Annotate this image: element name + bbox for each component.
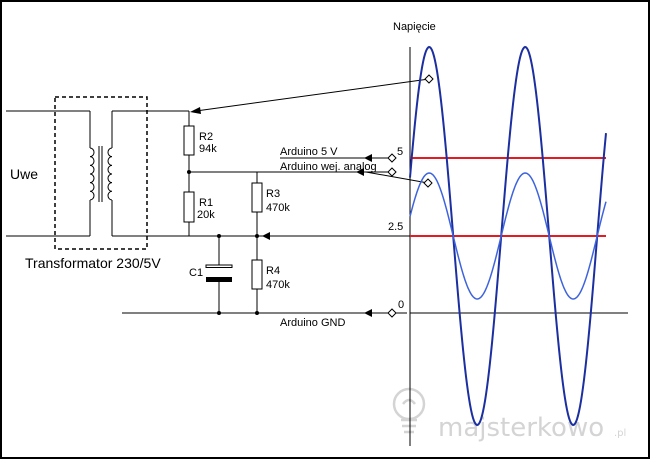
transformer-label: Transformator 230/5V (25, 255, 161, 271)
transformer-housing (54, 96, 148, 250)
resistor-r2 (183, 125, 195, 156)
junction-dots (187, 170, 259, 315)
arrowheads (190, 107, 372, 317)
resistor-r1 (183, 191, 195, 223)
capacitor-c1 (205, 264, 233, 282)
outer-wave (409, 45, 607, 427)
axis-title: Napięcie (393, 21, 436, 33)
watermark-suffix: .pl (614, 428, 626, 439)
diamond-markers (387, 74, 434, 318)
resistors (183, 125, 263, 290)
reference-lines (410, 157, 606, 237)
r1-value: 20k (197, 209, 215, 221)
input-label: Uwe (10, 166, 38, 182)
lightbulb-icon (392, 387, 426, 434)
watermark-text: majsterkowo (438, 413, 604, 443)
r2-value: 94k (199, 143, 217, 155)
tick-2v5: 2.5 (388, 221, 403, 233)
watermark: majsterkowo .pl (392, 387, 626, 443)
labels: Uwe Transformator 230/5V Napięcie R2 94k… (10, 21, 436, 329)
tick-0: 0 (398, 299, 404, 311)
c1-name: C1 (189, 267, 203, 279)
r1-name: R1 (199, 197, 213, 209)
r4-name: R4 (266, 265, 280, 277)
arduino-gnd-label: Arduino GND (280, 317, 345, 329)
arduino-analog-label: Arduino wej. analog (280, 161, 377, 173)
r3-value: 470k (266, 202, 290, 214)
resistor-r4 (251, 259, 263, 290)
primary-coil (89, 147, 95, 201)
resistor-r3 (251, 182, 263, 213)
arrows (195, 78, 430, 184)
secondary-coil (107, 147, 113, 201)
tick-5: 5 (397, 146, 403, 158)
r3-name: R3 (266, 188, 280, 200)
transformer (54, 96, 148, 250)
r2-name: R2 (199, 131, 213, 143)
r4-value: 470k (266, 279, 290, 291)
inner-wave (409, 172, 607, 300)
arduino-5v-label: Arduino 5 V (280, 146, 338, 158)
